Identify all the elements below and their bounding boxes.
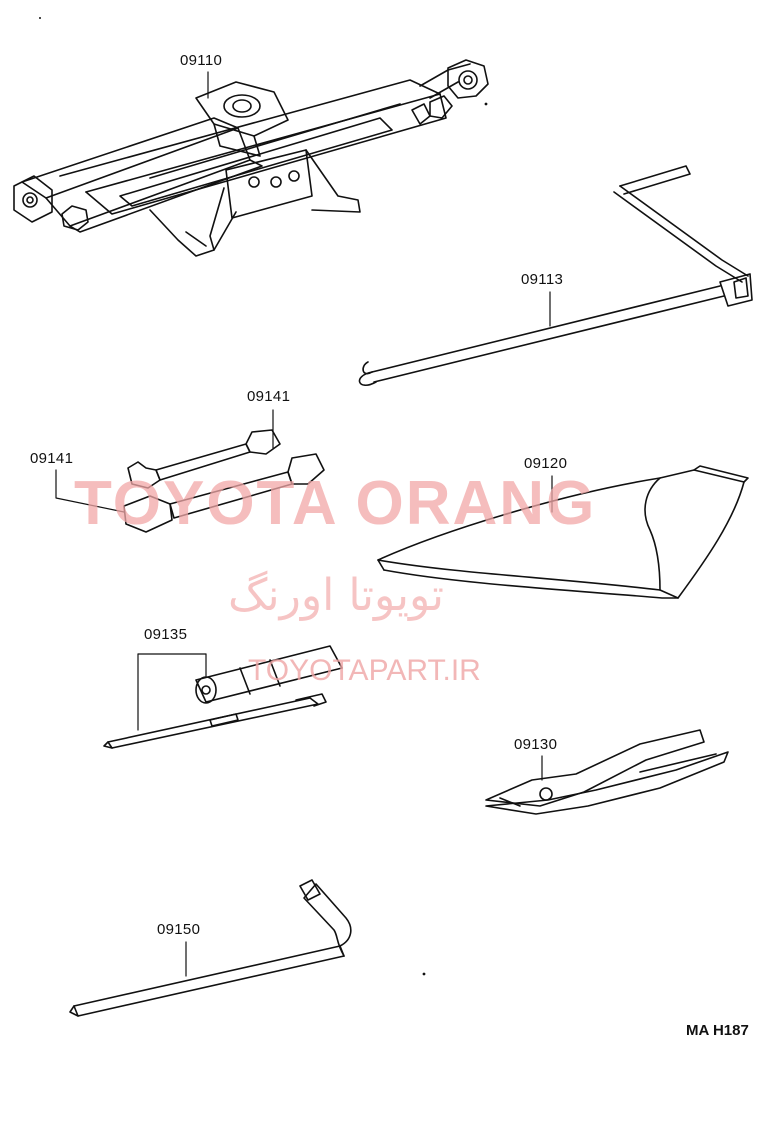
part-number-wrench-small: 09141: [247, 388, 291, 405]
part-number-screwdriver: 09135: [144, 626, 188, 643]
tool-bag: [378, 466, 748, 598]
leader-lines: [56, 72, 552, 976]
wrench-large: [124, 454, 324, 532]
watermark-brand: TOYOTA ORANG: [74, 469, 597, 538]
watermark-url: TOYOTAPART.IR: [248, 654, 481, 687]
figure-code: MA H187: [686, 1022, 749, 1039]
part-number-pliers: 09130: [514, 736, 558, 753]
part-number-wheel-wrench: 09150: [157, 921, 201, 938]
scissor-jack: [14, 60, 488, 256]
wrench-small: [128, 430, 280, 488]
wheel-nut-wrench: [70, 880, 351, 1016]
screwdriver-set: [104, 646, 342, 748]
part-number-jack-handle: 09113: [521, 271, 564, 288]
watermark-persian: تویوتا اورنگ: [228, 570, 444, 621]
part-number-tool-bag: 09120: [524, 455, 568, 472]
jack-handle: [360, 166, 752, 385]
part-number-wrench-large: 09141: [30, 450, 74, 467]
part-number-jack: 09110: [180, 52, 223, 69]
pliers: [486, 730, 728, 814]
